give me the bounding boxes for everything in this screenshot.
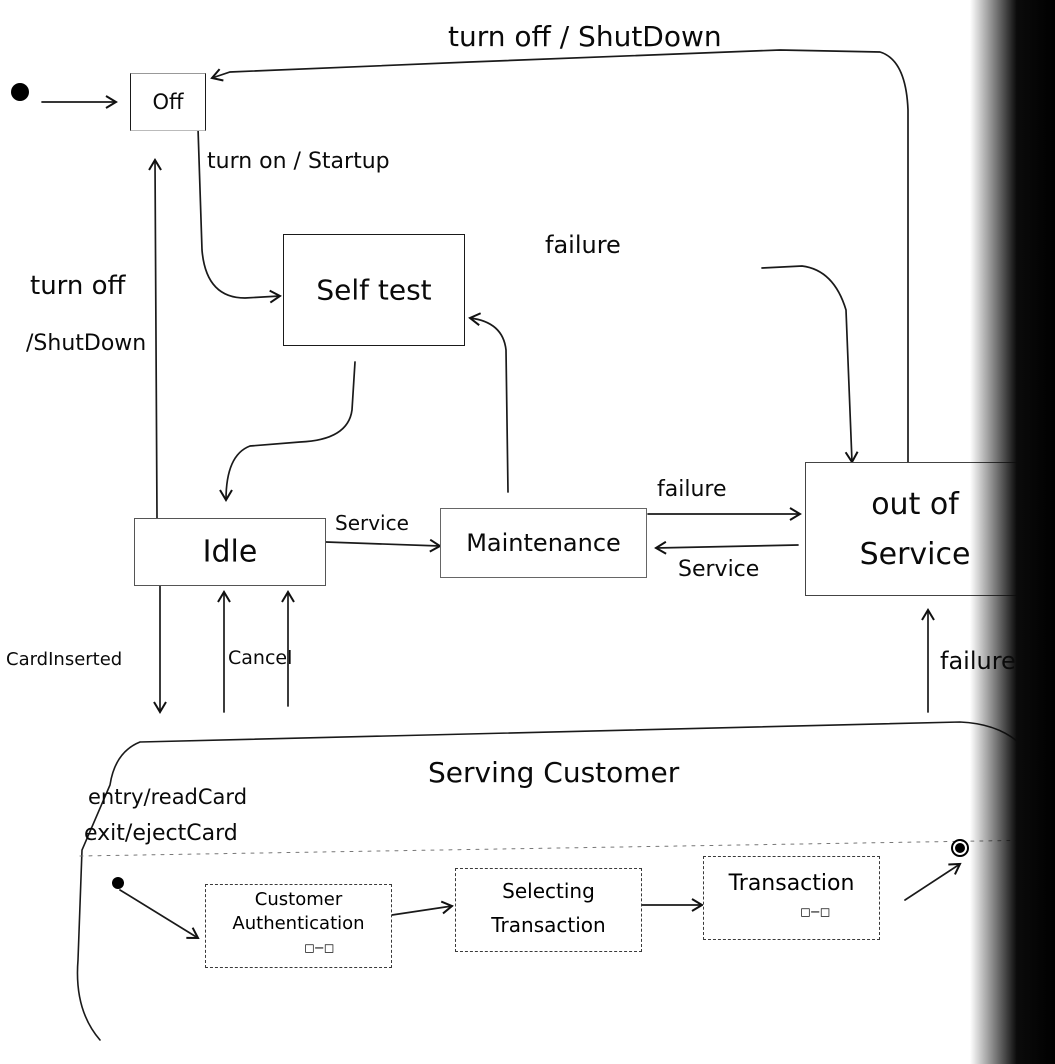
transition-idle-maintenance [325,538,442,553]
customer-authentication-label-1: Customer [254,889,343,910]
state-idle-label: Idle [202,534,258,570]
final-state-dot [951,839,969,857]
service-idle-label: Service [335,511,409,535]
submachine-icon: ◻−◻ [800,905,831,920]
selecting-transaction-label-2: Transaction [491,913,606,937]
transition-initial-auth [119,889,200,940]
inner-initial-state-dot [112,877,124,889]
initial-state-dot [11,83,29,101]
transition-off-selftest [197,127,282,304]
turn-on-startup-label: turn on / Startup [207,149,390,174]
state-serving-customer-label: Serving Customer [428,756,680,789]
transaction-label: Transaction [728,871,855,896]
transition-selftest-idle [219,361,356,502]
state-transaction: Transaction ◻−◻ [703,856,880,940]
transition-selftest-outofservice [761,265,859,464]
transition-outofservice-maintenance [654,540,799,555]
entry-action-label: entry/readCard [88,785,248,809]
transition-outofservice-off [210,49,909,466]
cancel-label: Cancel [228,647,293,669]
state-idle: Idle [134,518,326,586]
state-out-of-service-label-1: out of [871,487,959,522]
state-self-test-label: Self test [316,273,432,307]
transition-idle-off [148,158,162,519]
card-inserted-label: CardInserted [6,649,123,670]
state-selecting-transaction: Selecting Transaction [455,868,642,952]
turn-off-left-label-2: /ShutDown [26,331,147,356]
serving-customer-divider [79,839,1041,857]
state-customer-authentication: Customer Authentication ◻−◻ [205,884,392,968]
turn-off-left-label-1: turn off [30,271,126,301]
service-back-label: Service [678,557,760,582]
state-off-label: Off [152,90,184,114]
state-off: Off [130,73,206,131]
transition-transaction-final [904,862,962,901]
customer-authentication-label-2: Authentication [232,913,365,934]
transition-auth-selecting [391,900,454,916]
state-out-of-service-label-2: Service [859,537,971,572]
state-maintenance: Maintenance [440,508,647,578]
exit-action-label: exit/ejectCard [84,821,238,846]
scan-edge-shadow [970,0,1055,1064]
state-self-test: Self test [283,234,465,346]
submachine-icon: ◻−◻ [304,941,335,956]
transition-maintenance-selftest [468,312,509,493]
final-state-core [955,843,965,853]
selecting-transaction-label-1: Selecting [502,879,595,903]
failure-maintenance-label: failure [657,477,727,502]
state-maintenance-label: Maintenance [466,529,621,557]
turn-off-shutdown-top-label: turn off / ShutDown [448,20,722,53]
failure-selftest-label: failure [545,231,621,259]
